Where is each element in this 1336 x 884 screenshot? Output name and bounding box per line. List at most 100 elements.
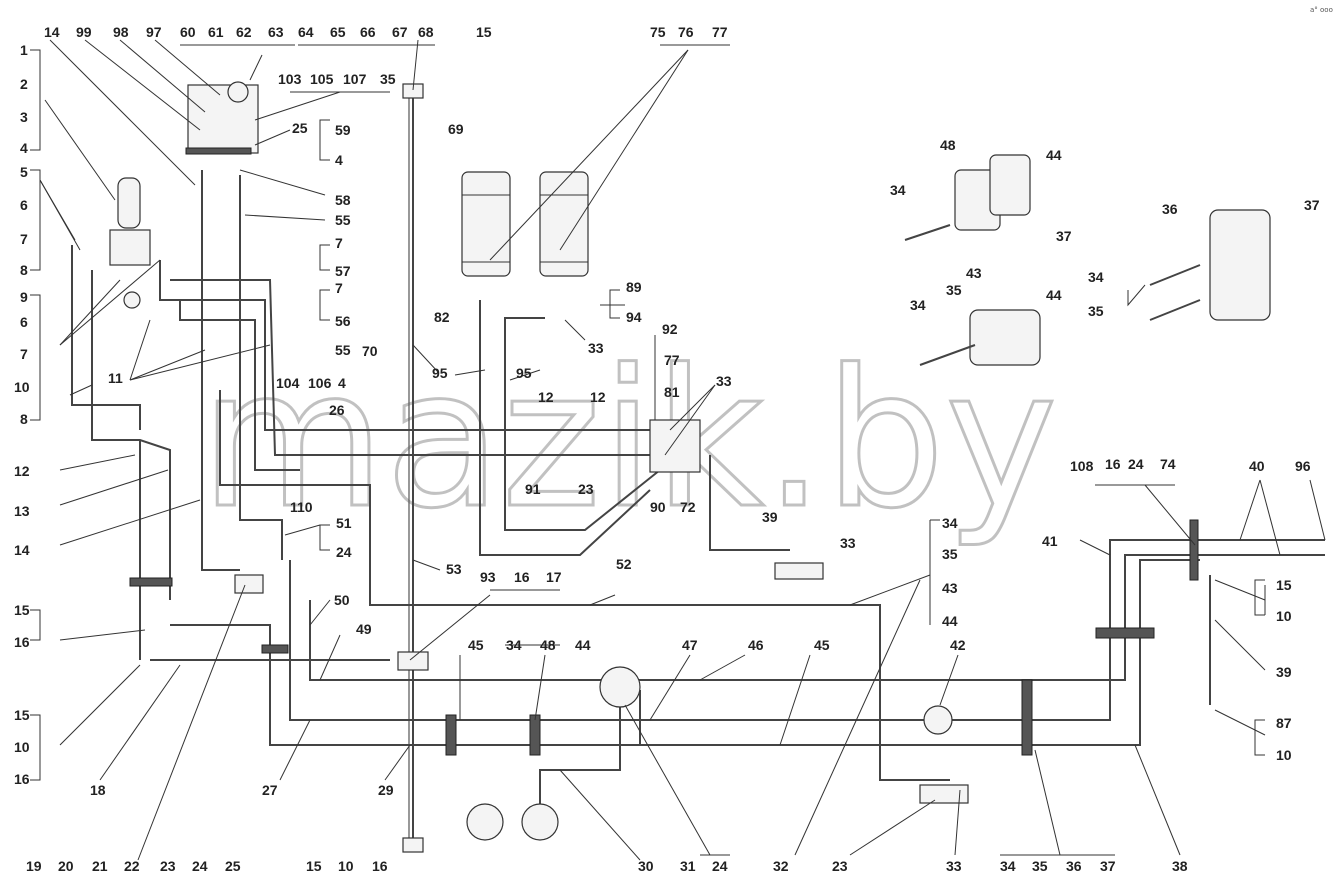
- callout-number: 15: [476, 24, 492, 40]
- callout-number: 55: [335, 212, 351, 228]
- callout-number: 44: [575, 637, 591, 653]
- callout-number: 7: [20, 346, 28, 362]
- callout-number: 24: [192, 858, 208, 874]
- callout-number: 107: [343, 71, 367, 87]
- callout-number: 5: [20, 164, 28, 180]
- callout-number: 92: [662, 321, 678, 337]
- callout-number: 36: [1066, 858, 1082, 874]
- callout-number: 7: [335, 280, 343, 296]
- callout-number: 53: [446, 561, 462, 577]
- callout-number: 87: [1276, 715, 1292, 731]
- callout-number: 67: [392, 24, 408, 40]
- callout-number: 10: [14, 379, 30, 395]
- tee-junction: [397, 651, 429, 671]
- clamp-detail-48: [904, 154, 1031, 241]
- callout-number: 64: [298, 24, 314, 40]
- callout-number: 36: [1162, 201, 1178, 217]
- callout-number: 91: [525, 481, 541, 497]
- distribution-block: [649, 419, 701, 473]
- callout-number: 4: [338, 375, 346, 391]
- callout-number: 46: [748, 637, 764, 653]
- callout-number: 82: [434, 309, 450, 325]
- callout-number: 12: [590, 389, 606, 405]
- callout-number: 60: [180, 24, 196, 40]
- callout-number: 108: [1070, 458, 1094, 474]
- callout-number: 72: [680, 499, 696, 515]
- callout-number: 97: [146, 24, 162, 40]
- callout-number: 96: [1295, 458, 1311, 474]
- callout-number: 10: [1276, 608, 1292, 624]
- callout-number: 37: [1304, 197, 1320, 213]
- callout-number: 10: [338, 858, 354, 874]
- callout-number: 24: [336, 544, 352, 560]
- callout-number: 34: [1000, 858, 1016, 874]
- callout-number: 105: [310, 71, 334, 87]
- callout-number: 27: [262, 782, 278, 798]
- callout-number: 25: [225, 858, 241, 874]
- callout-number: 39: [1276, 664, 1292, 680]
- callout-number: 35: [946, 282, 962, 298]
- callout-number: 34: [1088, 269, 1104, 285]
- callout-number: 37: [1100, 858, 1116, 874]
- callout-number: 44: [1046, 147, 1062, 163]
- callout-number: 10: [1276, 747, 1292, 763]
- callout-number: 7: [335, 235, 343, 251]
- callout-number: 70: [362, 343, 378, 359]
- callout-number: 6: [20, 314, 28, 330]
- callout-number: 44: [1046, 287, 1062, 303]
- callout-number: 11: [108, 370, 123, 386]
- callout-number: 47: [682, 637, 698, 653]
- callout-number: 61: [208, 24, 224, 40]
- callout-number: 32: [773, 858, 789, 874]
- callout-number: 23: [832, 858, 848, 874]
- callouts-top-misc: 25 59 4 58 55 7 57 7 56 55 69 70: [292, 120, 464, 359]
- callout-number: 52: [616, 556, 632, 572]
- gauge: [227, 81, 249, 103]
- callout-number: 77: [712, 24, 728, 40]
- tee-fitting: [599, 666, 641, 708]
- callout-number: 81: [664, 384, 680, 400]
- callout-number: 29: [378, 782, 394, 798]
- callouts-center: 104 106 4 26 110 51 24 50 49 53 93 16 17…: [276, 375, 966, 653]
- callout-number: 35: [380, 71, 396, 87]
- callout-number: 34: [506, 637, 522, 653]
- callout-number: 63: [268, 24, 284, 40]
- callout-number: 20: [58, 858, 74, 874]
- brake-chamber-left: [466, 803, 504, 841]
- callout-number: 12: [14, 463, 30, 479]
- clamp-detail-36: [1149, 209, 1271, 321]
- callout-number: 26: [329, 402, 345, 418]
- callout-number: 22: [124, 858, 140, 874]
- callout-number: 31: [680, 858, 696, 874]
- callout-number: 99: [76, 24, 92, 40]
- callouts-bottom-row: 19 20 21 22 23 24 25 15 10 16 30 31 24 3…: [26, 858, 1188, 874]
- callout-number: 74: [1160, 456, 1176, 472]
- callout-number: 35: [1088, 303, 1104, 319]
- callout-number: 56: [335, 313, 351, 329]
- components: [109, 54, 1271, 853]
- callout-number: 2: [20, 76, 28, 92]
- callout-number: 3: [20, 109, 28, 125]
- callout-number: 33: [716, 373, 732, 389]
- callouts-clamps: 48 44 34 37 36 37 34 35 43 44 34 35: [890, 137, 1320, 319]
- callout-number: 58: [335, 192, 351, 208]
- callout-number: 68: [418, 24, 434, 40]
- callout-number: 24: [1128, 456, 1144, 472]
- callout-number: 77: [664, 352, 680, 368]
- callout-number: 15: [14, 602, 30, 618]
- callout-number: 16: [514, 569, 530, 585]
- callout-number: 106: [308, 375, 332, 391]
- air-tank-left: [461, 171, 511, 277]
- callout-number: 15: [14, 707, 30, 723]
- callout-number: 30: [638, 858, 654, 874]
- callout-number: 33: [840, 535, 856, 551]
- callout-number: 103: [278, 71, 302, 87]
- callout-number: 42: [950, 637, 966, 653]
- callout-number: 40: [1249, 458, 1265, 474]
- callout-number: 16: [372, 858, 388, 874]
- callouts-top-left: 14 99 98 97 60 61 62 63 64 65 66 67 68 1…: [44, 24, 492, 40]
- callout-number: 44: [942, 613, 958, 629]
- callout-number: 49: [356, 621, 372, 637]
- callout-number: 95: [432, 365, 448, 381]
